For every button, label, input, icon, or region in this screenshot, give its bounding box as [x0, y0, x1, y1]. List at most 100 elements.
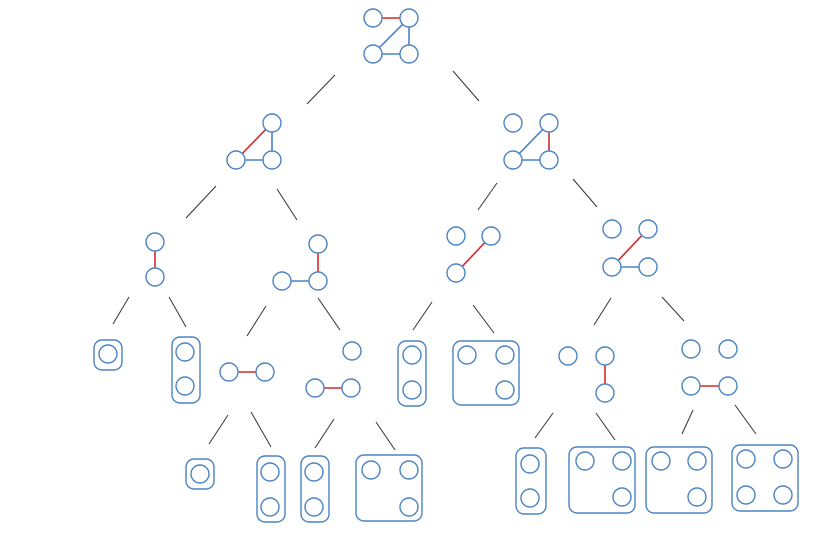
tree-connector — [661, 296, 685, 322]
graph-vertex — [595, 383, 615, 403]
tree-connector — [208, 414, 229, 445]
graph-vertex — [495, 380, 515, 400]
highlighted-edge — [241, 128, 267, 155]
vertex-group-box — [93, 339, 123, 371]
highlighted-edge — [461, 241, 486, 268]
graph-vertex — [520, 454, 540, 474]
vertex-group-box — [355, 454, 423, 522]
level4-h-box — [731, 444, 799, 512]
level2-d-graph — [602, 219, 658, 277]
tree-connector — [681, 409, 694, 435]
graph-vertex — [503, 150, 523, 170]
graph-vertex — [308, 234, 328, 254]
tree-connector — [276, 188, 298, 221]
tree-connector — [112, 296, 130, 325]
graph-vertex — [575, 451, 595, 471]
graph-vertex — [651, 451, 671, 471]
graph-vertex — [503, 113, 523, 133]
graph-vertex — [718, 339, 738, 359]
level4-f-box — [568, 446, 636, 514]
vertex-group-box — [452, 340, 520, 406]
graph-vertex — [341, 378, 361, 398]
tree-connector — [412, 301, 433, 331]
level3-f-box — [452, 340, 520, 406]
graph-vertex — [145, 232, 165, 252]
vertex-group-box — [397, 340, 427, 407]
level3-c-graph — [219, 362, 275, 382]
tree-connector — [477, 182, 498, 211]
tree-connector — [246, 305, 267, 337]
graph-vertex — [363, 8, 383, 28]
tree-connector — [472, 304, 495, 334]
graph-vertex — [602, 219, 622, 239]
tree-connector — [306, 74, 336, 105]
level3-d-graph — [305, 341, 362, 398]
graph-edge — [518, 128, 544, 155]
graph-vertex — [304, 462, 324, 482]
graph-vertex — [520, 488, 540, 508]
graph-vertex — [262, 150, 282, 170]
graph-vertex — [145, 267, 165, 287]
graph-edge — [378, 23, 404, 49]
graph-vertex — [304, 497, 324, 517]
graph-vertex — [308, 271, 328, 291]
graph-vertex — [638, 219, 658, 239]
graph-vertex — [602, 257, 622, 277]
tree-connector — [452, 70, 480, 102]
vertex-group-box — [300, 455, 330, 523]
graph-vertex — [736, 449, 756, 469]
vertex-group-box — [731, 444, 799, 512]
vertex-group-box — [568, 446, 636, 514]
vertex-group-box — [645, 446, 713, 514]
graph-vertex — [773, 485, 793, 505]
level2-c-graph — [446, 226, 501, 283]
level3-b-box — [171, 336, 201, 404]
graph-vertex — [305, 378, 325, 398]
level2-a-graph — [145, 232, 165, 287]
graph-vertex — [363, 44, 383, 64]
graph-vertex — [260, 462, 280, 482]
tree-connector — [185, 185, 217, 219]
tree-connector — [317, 297, 341, 331]
graph-vertex — [402, 380, 422, 400]
graph-vertex — [260, 497, 280, 517]
graph-vertex — [687, 451, 707, 471]
graph-vertex — [175, 342, 195, 362]
level3-h-graph — [681, 339, 738, 396]
highlighted-edge — [617, 234, 643, 262]
tree-connector — [734, 404, 757, 435]
graph-vertex — [399, 8, 419, 28]
tree-connector — [168, 296, 187, 328]
vertex-group-box — [171, 336, 201, 404]
graph-vertex — [190, 464, 210, 484]
graph-vertex — [539, 113, 559, 133]
graph-vertex — [342, 341, 362, 361]
graph-vertex — [399, 497, 419, 517]
level4-b-box — [256, 455, 286, 523]
root-graph — [363, 8, 419, 64]
tree-connector — [534, 412, 554, 439]
graph-vertex — [219, 362, 239, 382]
tree-connector — [572, 178, 598, 208]
vertex-group-box — [515, 447, 547, 515]
level1-left-graph — [226, 113, 282, 170]
level4-g-box — [645, 446, 713, 514]
graph-vertex — [446, 226, 466, 246]
graph-vertex — [361, 460, 381, 480]
tree-connector — [314, 418, 335, 449]
level3-g-graph — [558, 346, 615, 403]
graph-vertex — [399, 44, 419, 64]
graph-vertex — [481, 226, 501, 246]
graph-vertex — [612, 487, 632, 507]
graph-vertex — [399, 460, 419, 480]
graph-vertex — [539, 150, 559, 170]
graph-vertex — [175, 376, 195, 396]
graph-vertex — [736, 485, 756, 505]
graph-vertex — [681, 376, 701, 396]
level3-a-box — [93, 339, 123, 371]
graph-vertex — [718, 376, 738, 396]
level1-right-graph — [503, 113, 559, 170]
level4-d-box — [355, 454, 423, 522]
graph-vertex — [495, 345, 515, 365]
